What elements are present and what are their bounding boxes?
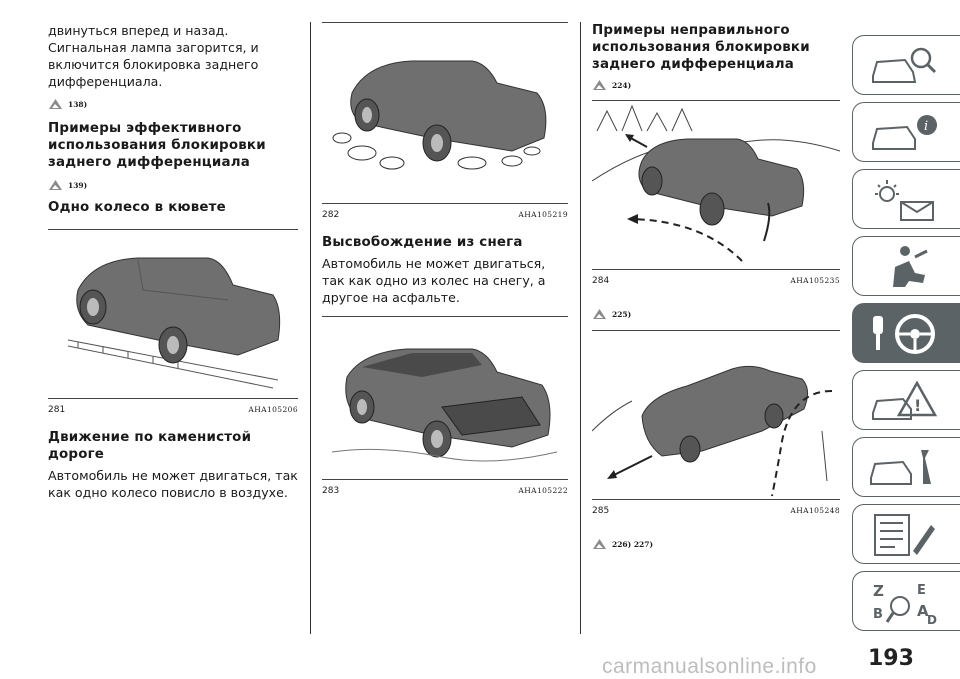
svg-text:Z: Z (873, 582, 884, 600)
caption-281: 281 AHA105206 (48, 405, 298, 415)
column-divider (580, 22, 581, 634)
alphabet-index-icon: Z E B AD (873, 582, 937, 626)
heading-wheel-in-ditch: Одно колесо в кювете (48, 200, 226, 215)
caption-284: 284 AHA105235 (592, 276, 840, 286)
tab-car-warning[interactable]: ! (852, 370, 960, 430)
column-1: двинуться вперед и назад. Сигнальная лам… (48, 22, 298, 501)
column-3: Примеры неправильного использования блок… (591, 22, 841, 550)
heading-effective-use: Примеры эффективного использования блоки… (48, 121, 266, 170)
car-in-ditch-illustration (67, 257, 281, 389)
car-info-icon: i (872, 115, 937, 150)
warning-triangle-icon (49, 99, 62, 109)
figure-283 (322, 316, 568, 480)
car-sliding-turn-illustration (591, 104, 841, 262)
column-divider (310, 22, 311, 634)
warning-ref-225: 225) (592, 308, 840, 320)
svg-text:A: A (917, 602, 929, 620)
heading-wrong-use: Примеры неправильного использования блок… (592, 23, 810, 72)
tab-index-list[interactable] (852, 504, 960, 564)
tab-starting-driving[interactable] (852, 303, 960, 363)
car-in-snow-illustration (331, 348, 558, 462)
intro-paragraph: двинуться вперед и назад. Сигнальная лам… (48, 23, 259, 89)
car-service-icon (870, 450, 931, 485)
snow-paragraph: Автомобиль не может двигаться, так как о… (322, 256, 546, 305)
page-number: 193 (868, 646, 914, 671)
warning-triangle-icon (593, 539, 606, 549)
svg-text:B: B (873, 607, 883, 622)
caption-283: 283 AHA105222 (322, 486, 568, 496)
caption-282: 282 AHA105219 (322, 210, 568, 220)
heading-rocky-road: Движение по каменистой дороге (48, 430, 252, 462)
tab-car-service[interactable] (852, 437, 960, 497)
figure-281 (48, 229, 298, 399)
warning-ref-226-227: 226) 227) (592, 538, 840, 550)
caption-285: 285 AHA105248 (592, 506, 840, 516)
car-oversteer-illustration (591, 365, 833, 497)
svg-text:D: D (927, 613, 937, 626)
figure-282 (322, 22, 568, 204)
tab-car-info[interactable]: i (852, 102, 960, 162)
svg-text:!: ! (914, 396, 921, 415)
warning-ref-138: 138) (48, 98, 298, 110)
tab-warning-lights[interactable] (852, 169, 960, 229)
index-list-icon (874, 514, 935, 556)
figure-284 (591, 100, 841, 270)
heading-snow: Высвобождение из снега (322, 235, 523, 250)
figure-285 (591, 330, 840, 500)
car-search-icon (872, 47, 937, 83)
steering-key-icon (873, 314, 935, 354)
svg-text:E: E (917, 583, 926, 598)
warning-ref-224: 224) (592, 79, 840, 91)
airbag-seat-icon (893, 246, 928, 287)
warning-lights-icon (875, 180, 934, 221)
column-2: 282 AHA105219 Высвобождение из снега Авт… (322, 22, 568, 496)
car-warning-icon: ! (872, 380, 938, 420)
tab-car-search[interactable] (852, 35, 960, 95)
tab-airbag-seat[interactable] (852, 236, 960, 296)
car-on-rocks-illustration (332, 60, 547, 170)
warning-ref-139: 139) (48, 179, 298, 191)
warning-triangle-icon (49, 180, 62, 190)
rocky-paragraph: Автомобиль не может двигаться, так как о… (48, 468, 298, 500)
svg-text:i: i (924, 119, 928, 134)
warning-triangle-icon (593, 80, 606, 90)
warning-triangle-icon (593, 309, 606, 319)
watermark: carmanualsonline.info (602, 655, 817, 678)
